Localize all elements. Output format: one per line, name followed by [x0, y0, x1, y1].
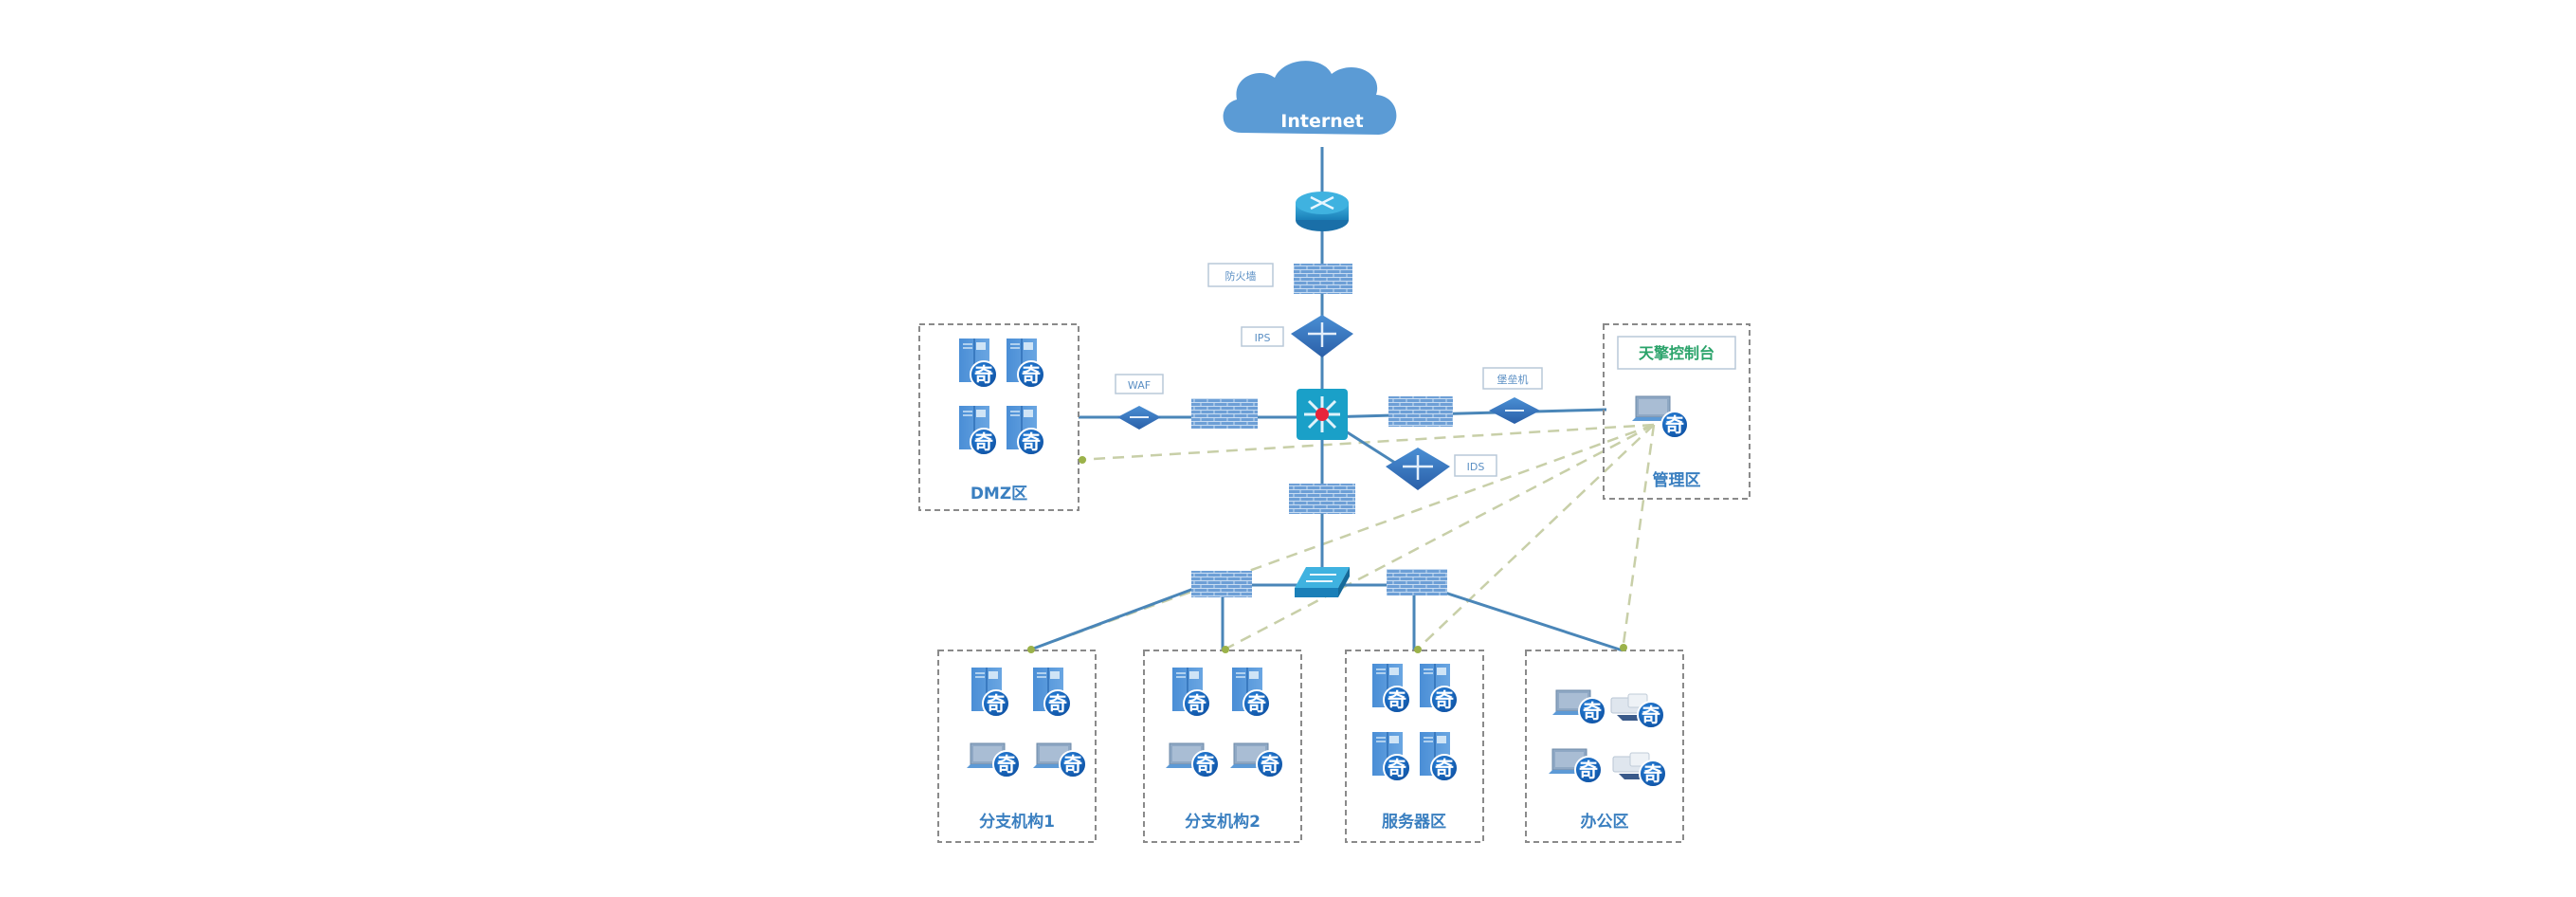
zone-office: 办公区 — [1525, 650, 1684, 843]
zone-label: 服务器区 — [1382, 812, 1446, 832]
laptop-icon — [1229, 742, 1284, 778]
mobile-icon — [1612, 752, 1667, 788]
server-icon — [1006, 338, 1045, 389]
console-pc-icon — [1631, 395, 1689, 439]
arrowhead-office — [1620, 644, 1627, 651]
link-core-mgmt — [1321, 408, 1607, 419]
console-tag: 天擎控制台 — [1617, 336, 1736, 370]
firewall-icon-branch — [1191, 571, 1252, 597]
zone-label: 管理区 — [1653, 470, 1701, 490]
server-icon — [1171, 667, 1211, 718]
zone-mgmt: 天擎控制台 管理区 — [1603, 323, 1751, 500]
mobile-icon — [1610, 693, 1665, 729]
router-icon — [1296, 192, 1349, 231]
svg-text:IDS: IDS — [1467, 461, 1485, 473]
mgmt-link-servers — [1415, 424, 1655, 651]
zone-branch2: 分支机构2 — [1143, 650, 1302, 843]
zone-servers: 服务器区 — [1345, 650, 1484, 843]
laptop-icon — [1165, 742, 1220, 778]
svg-text:WAF: WAF — [1128, 379, 1151, 392]
arrowhead-branch2 — [1222, 646, 1229, 653]
server-icon — [971, 667, 1010, 718]
zone-label: DMZ区 — [971, 485, 1027, 503]
zone-branch1: 分支机构1 — [937, 650, 1097, 843]
zone-label: 分支机构1 — [979, 812, 1055, 832]
svg-text:防火墙: 防火墙 — [1225, 269, 1257, 283]
firewall-icon-right — [1388, 396, 1453, 427]
access-switch-icon — [1295, 567, 1350, 597]
server-icon — [958, 405, 998, 456]
firewall-tag: 防火墙 — [1207, 263, 1274, 287]
server-icon — [1231, 667, 1271, 718]
svg-text:天擎控制台: 天擎控制台 — [1639, 344, 1714, 362]
ips-tag: IPS — [1241, 326, 1284, 347]
link-branch-fw-b1 — [1027, 583, 1205, 652]
mgmt-link-office — [1621, 424, 1656, 651]
server-icon — [1371, 663, 1411, 714]
mgmt-link-branch2 — [1222, 423, 1655, 652]
arrowhead-branch1 — [1027, 646, 1035, 653]
server-icon — [1419, 663, 1459, 714]
zone-label: 分支机构2 — [1185, 812, 1261, 832]
bastion-icon — [1489, 397, 1540, 424]
server-icon — [1371, 731, 1411, 782]
firewall-icon-server — [1387, 569, 1447, 595]
arrowhead-servers — [1414, 646, 1422, 653]
laptop-icon — [1548, 748, 1603, 784]
server-icon — [1006, 405, 1045, 456]
waf-icon — [1117, 406, 1161, 430]
arrowhead-dmz — [1079, 456, 1086, 464]
zone-label: 办公区 — [1581, 812, 1629, 832]
firewall-icon-left — [1191, 398, 1258, 429]
zone-dmz: DMZ区 — [918, 323, 1079, 511]
laptop-icon — [1551, 689, 1606, 725]
laptop-icon — [966, 742, 1021, 778]
svg-text:IPS: IPS — [1255, 332, 1271, 344]
mgmt-link-dmz — [1078, 423, 1655, 462]
ids-tag: IDS — [1454, 454, 1497, 477]
svg-text:堡垒机: 堡垒机 — [1497, 373, 1529, 386]
firewall-icon-top — [1294, 264, 1352, 294]
server-icon — [1032, 667, 1072, 718]
link-core-ids — [1345, 430, 1399, 467]
waf-tag: WAF — [1115, 374, 1164, 394]
dmz-endpoints — [958, 338, 1045, 456]
mgmt-arrowheads — [1027, 456, 1627, 653]
internet-label: Internet — [1280, 111, 1363, 132]
server-icon — [1419, 731, 1459, 782]
laptop-icon — [1032, 742, 1087, 778]
firewall-icon-lower — [1289, 484, 1355, 514]
bastion-tag: 堡垒机 — [1482, 367, 1543, 390]
core-switch-icon — [1297, 389, 1348, 440]
server-icon — [958, 338, 998, 389]
internet-cloud: Internet — [1223, 61, 1397, 135]
link-server-fw-office — [1421, 583, 1624, 652]
ids-icon — [1386, 448, 1450, 490]
ips-icon — [1291, 315, 1353, 357]
